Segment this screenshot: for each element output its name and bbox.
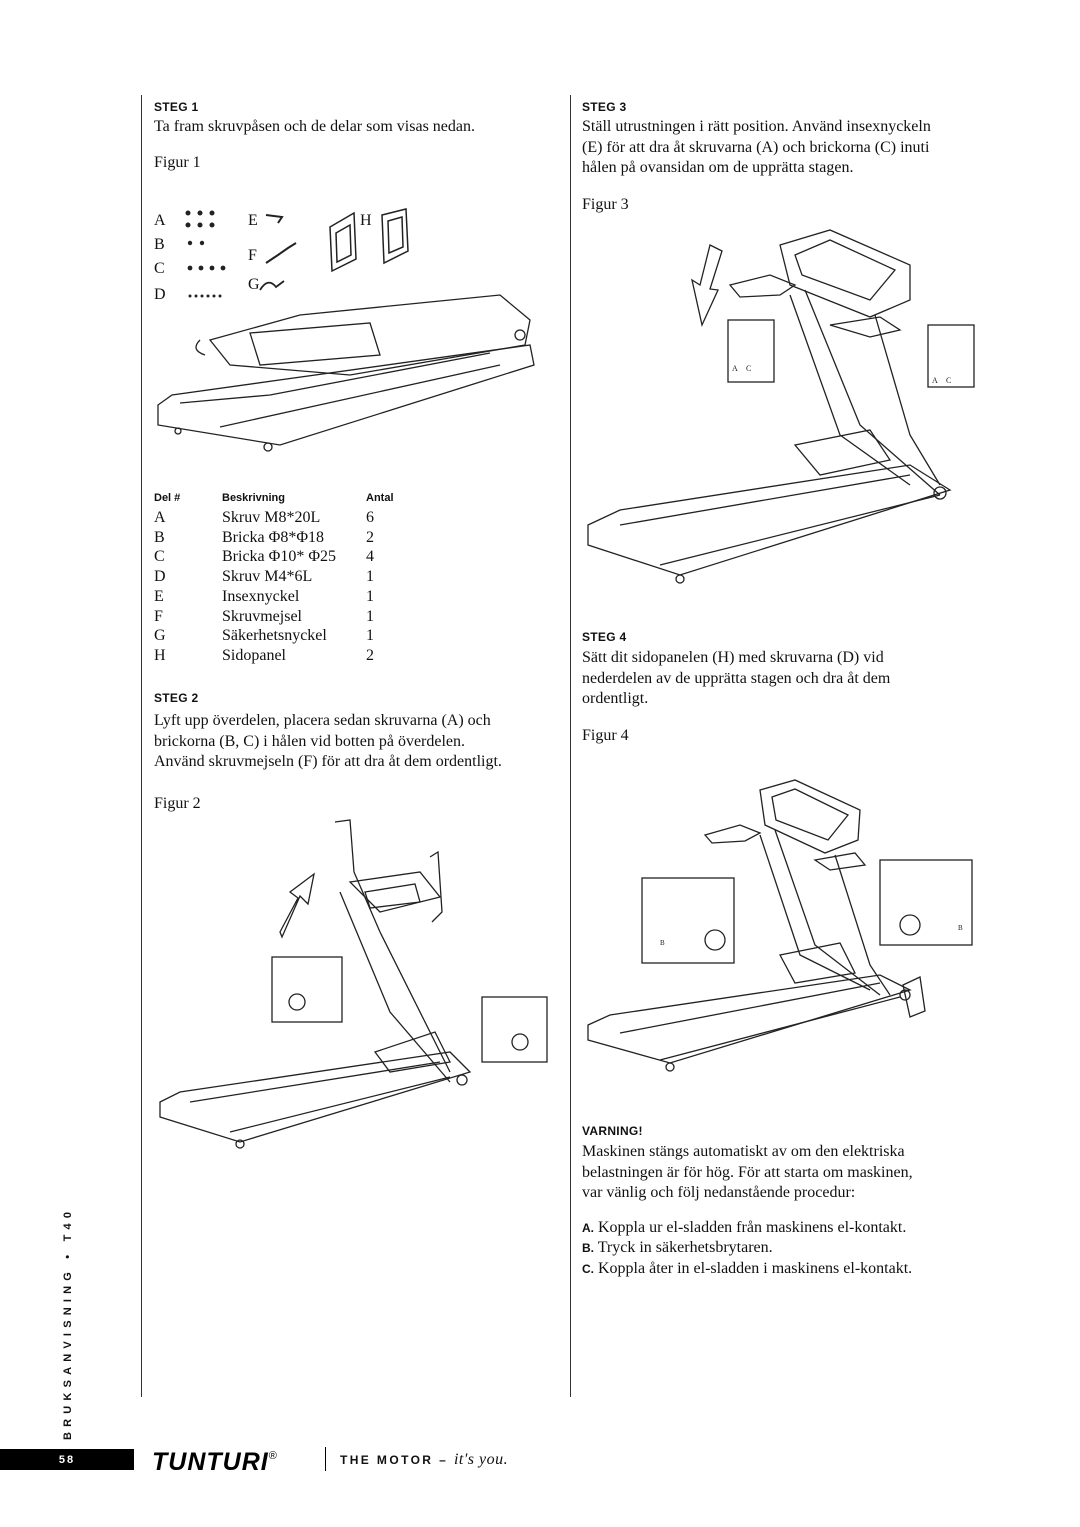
hex-key-e-icon	[265, 214, 284, 224]
washers-c-icon	[187, 265, 226, 271]
list-item: B. Tryck in säkerhetsbrytaren.	[582, 1239, 773, 1256]
down-arrow-icon	[691, 244, 723, 328]
part-letter-e: E	[248, 212, 258, 229]
steg1-text: Ta fram skruvpåsen och de delar som visa…	[154, 118, 475, 135]
col-header-description: Beskrivning	[222, 492, 285, 504]
brand-tagline: THE MOTOR – it's you.	[340, 1451, 509, 1468]
figure-1-parts-and-treadmill: A B C D E F G H	[154, 208, 535, 452]
steg2-line-3: Använd skruvmejseln (F) för att dra åt d…	[154, 753, 502, 770]
figure-2-treadmill-upright	[159, 819, 548, 1149]
fig3-callout-left-a: A	[732, 364, 738, 373]
screws-a-icon	[185, 210, 215, 228]
page-number: 58	[0, 1449, 134, 1470]
steg4-line-1: Sätt dit sidopanelen (H) med skruvarna (…	[582, 649, 884, 666]
parts-table-header: Del # Beskrivning Antal	[154, 492, 394, 508]
steg4-line-3: ordentligt.	[582, 690, 649, 707]
warning-line-1: Maskinen stängs automatiskt av om den el…	[582, 1143, 905, 1160]
warning-line-2: belastningen är för hög. För att starta …	[582, 1163, 913, 1181]
steg3-section: STEG 3 Ställ utrustningen i rätt positio…	[582, 100, 1002, 214]
side-running-title: BRUKSANVISNING • T40	[62, 1206, 74, 1440]
steg1-heading: STEG 1	[154, 100, 199, 114]
steg4-line-2: nederdelen av de upprätta stagen och dra…	[582, 669, 891, 687]
up-arrow-icon	[279, 872, 315, 939]
brand-divider	[325, 1447, 326, 1471]
part-letter-d: D	[154, 286, 166, 303]
screws-d-icon	[188, 294, 222, 298]
brand-logo: TUNTURI®	[152, 1448, 278, 1476]
treadmill-folded-illustration	[157, 294, 535, 452]
part-letter-h: H	[360, 212, 372, 229]
figur3-label: Figur 3	[582, 195, 629, 213]
part-letter-a: A	[154, 212, 166, 229]
side-panel-h-icon	[329, 208, 409, 273]
steg2-line-2: brickorna (B, C) i hålen vid botten på ö…	[154, 732, 466, 750]
fig3-callout-right-c: C	[946, 376, 951, 385]
steg3-line-2: (E) för att dra åt skruvarna (A) och bri…	[582, 138, 930, 156]
figure-4-treadmill-side-panel: B B	[587, 779, 973, 1072]
figure-3-treadmill-tighten: A C A C	[587, 229, 975, 584]
warning-steps-list: A. Koppla ur el-sladden från maskinens e…	[582, 1218, 1002, 1280]
warning-section: VARNING! Maskinen stängs automatiskt av …	[582, 1124, 1002, 1279]
part-letter-b: B	[154, 236, 165, 253]
steg4-heading: STEG 4	[582, 630, 627, 644]
col-header-part: Del #	[154, 492, 181, 504]
list-item: C. Koppla åter in el-sladden i maskinens…	[582, 1259, 913, 1277]
figur2-label: Figur 2	[154, 794, 201, 812]
column-divider	[570, 95, 571, 1397]
fig3-callout-right-a: A	[932, 376, 938, 385]
list-item: A. Koppla ur el-sladden från maskinens e…	[582, 1218, 907, 1236]
steg4-section: STEG 4 Sätt dit sidopanelen (H) med skru…	[582, 630, 1002, 745]
part-letter-g: G	[248, 276, 260, 293]
warning-line-3: var vänlig och följ nedanstående procedu…	[582, 1184, 856, 1201]
washers-b-icon	[187, 240, 205, 246]
fig4-callout-right-b: B	[958, 924, 963, 932]
figur4-label: Figur 4	[582, 726, 629, 744]
steg1-section: STEG 1 Ta fram skruvpåsen och de delar s…	[154, 100, 554, 172]
col-header-quantity: Antal	[366, 492, 394, 504]
steg3-line-1: Ställ utrustningen i rätt position. Anvä…	[582, 118, 931, 135]
fig3-callout-left-c: C	[746, 364, 751, 373]
steg2-section: STEG 2 Lyft upp överdelen, placera sedan…	[154, 691, 564, 813]
left-margin-rule	[141, 95, 142, 1397]
steg2-line-1: Lyft upp överdelen, placera sedan skruva…	[154, 712, 491, 729]
figur1-label: Figur 1	[154, 153, 201, 171]
part-letter-c: C	[154, 260, 165, 277]
warning-heading: VARNING!	[582, 1124, 643, 1138]
steg2-heading: STEG 2	[154, 691, 199, 705]
screwdriver-f-icon	[265, 242, 297, 264]
safety-key-g-icon	[259, 280, 285, 291]
steg3-line-3: hålen på ovansidan om de upprätta stagen…	[582, 159, 854, 176]
steg3-heading: STEG 3	[582, 100, 627, 114]
part-letter-f: F	[248, 247, 257, 264]
fig4-callout-left-b: B	[660, 939, 665, 947]
